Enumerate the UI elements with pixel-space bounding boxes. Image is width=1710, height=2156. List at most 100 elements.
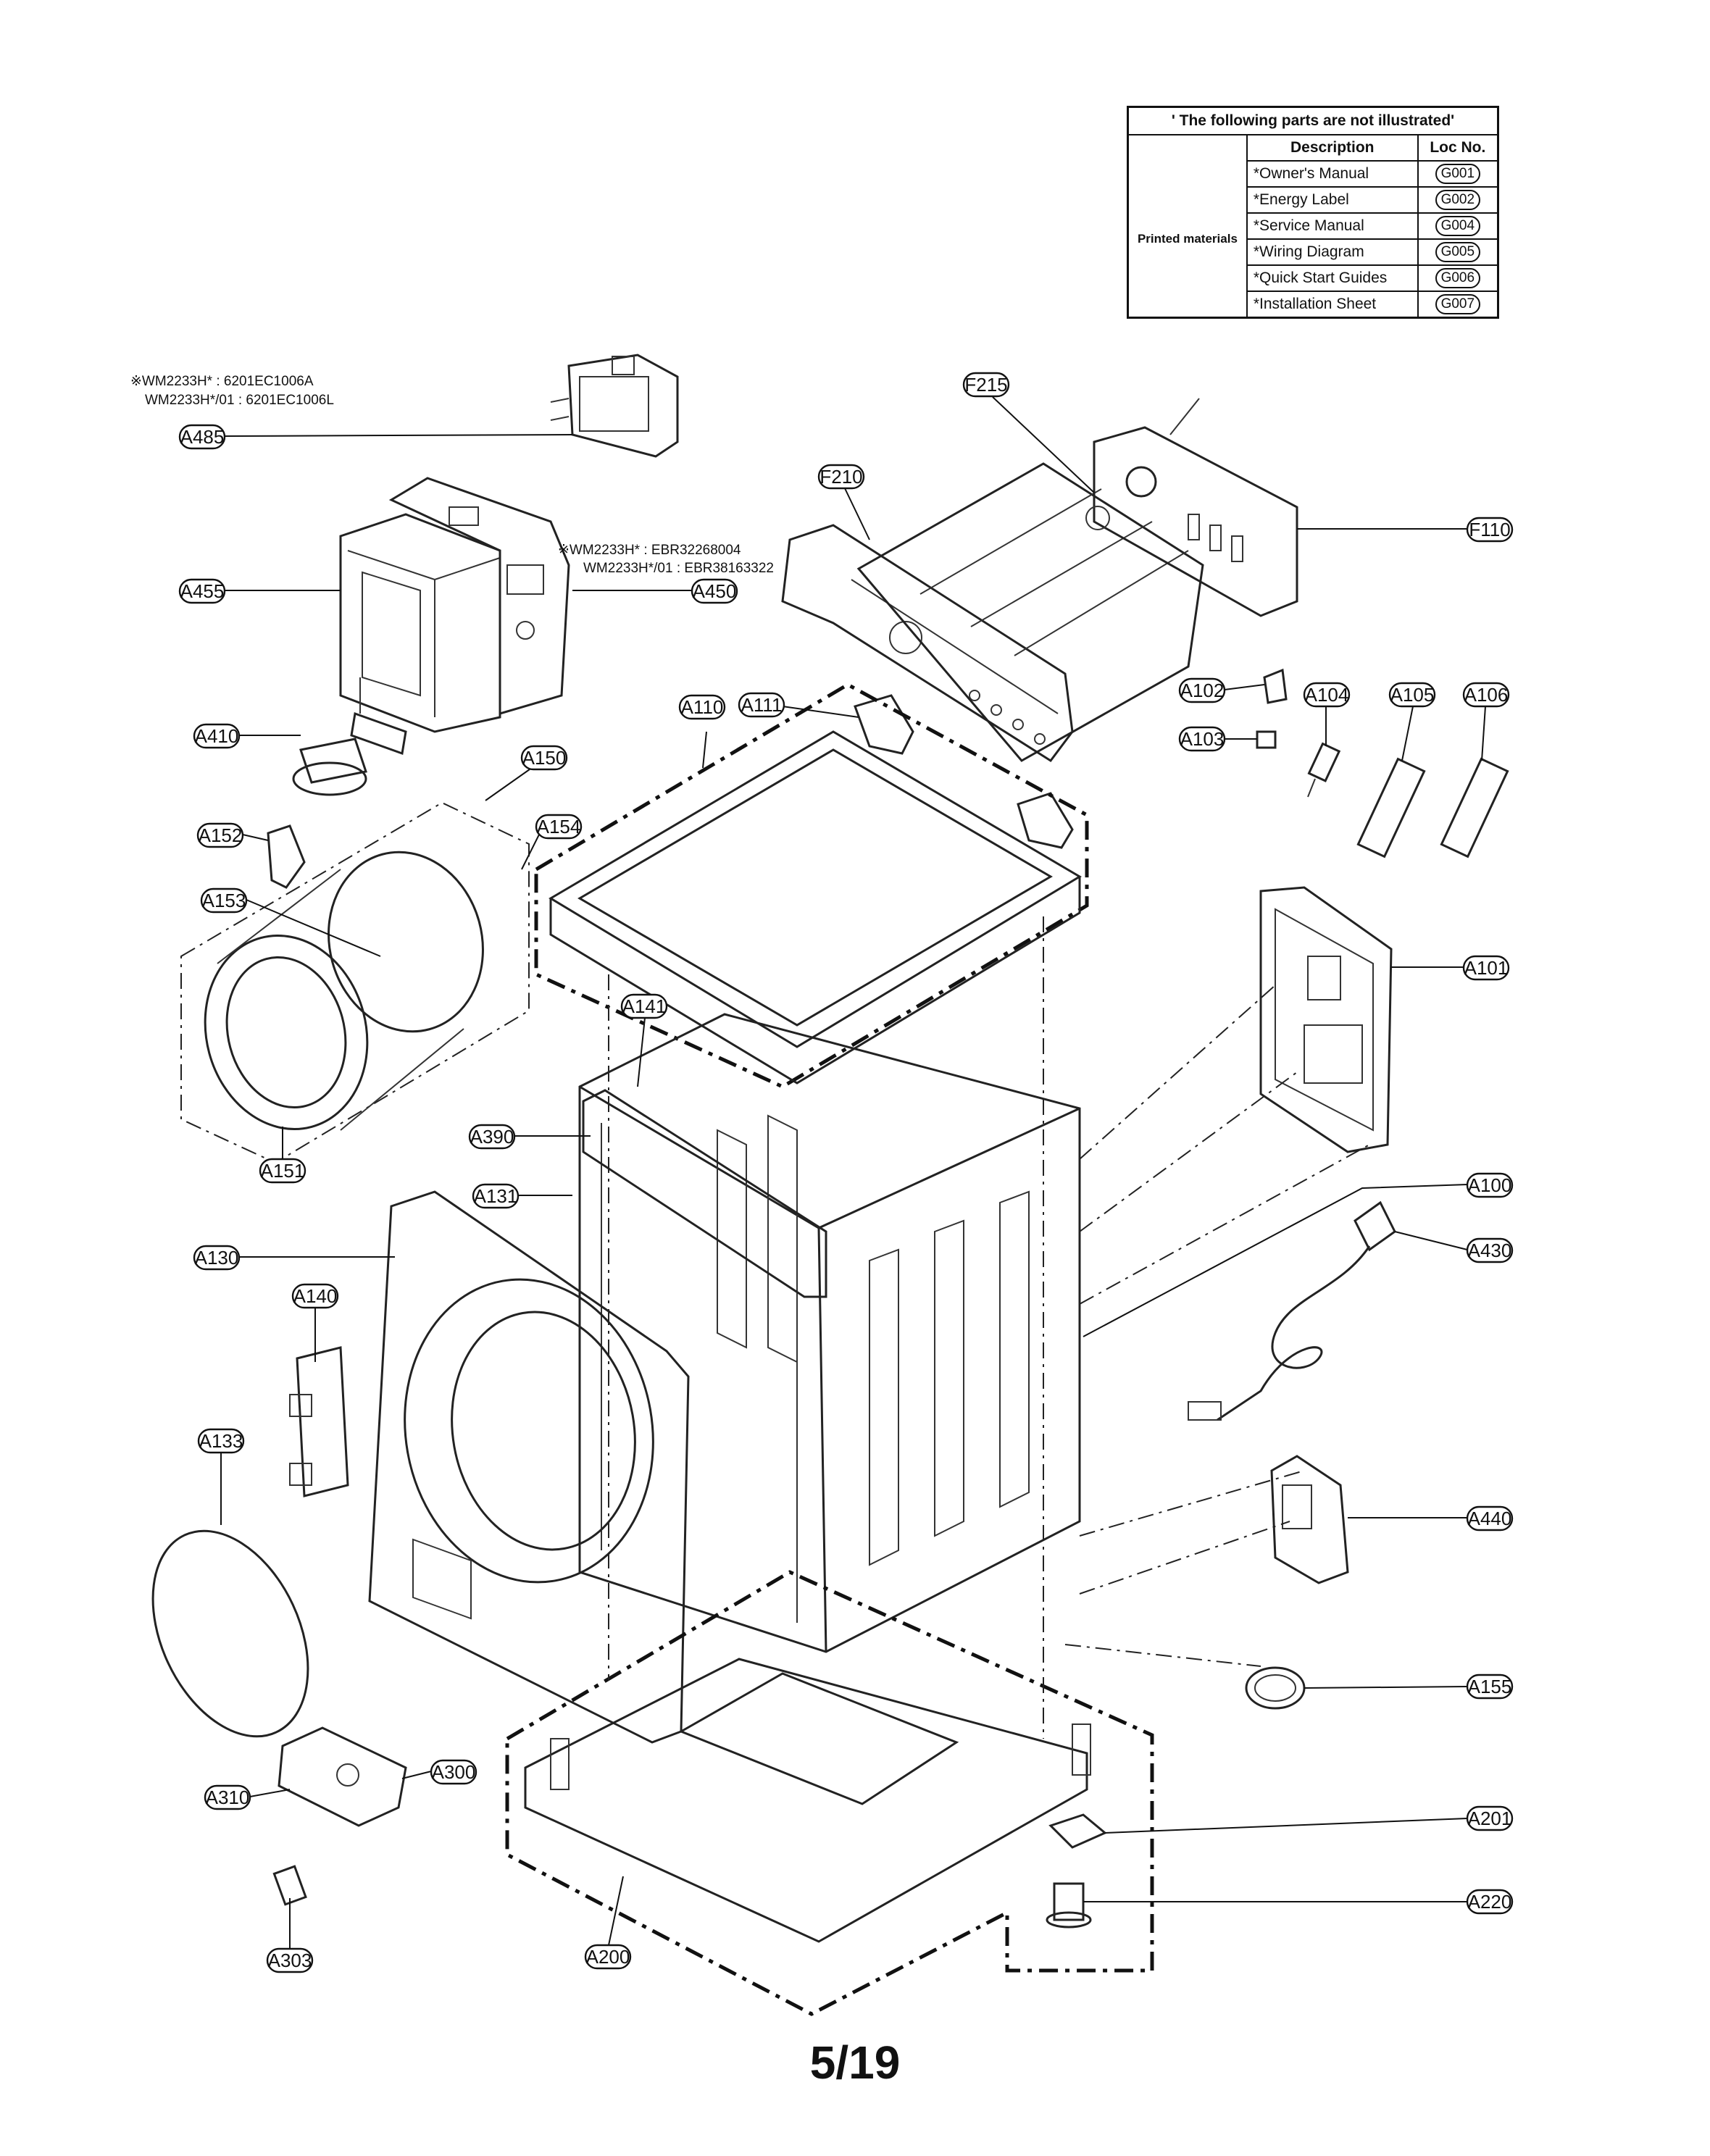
part-a200-base-outline (505, 1570, 1154, 2016)
callout-a430: A430 (1466, 1237, 1514, 1263)
leader-lines (220, 396, 1486, 1949)
part-a111-clip (854, 694, 914, 755)
callout-f215: F215 (962, 372, 1010, 398)
table-row: Printed materials *Owner's Manual G001 (1127, 160, 1499, 319)
svg-text:A105: A105 (1390, 684, 1435, 706)
part-a104-valve (1307, 742, 1341, 798)
part-a303-screw (272, 1865, 307, 1906)
svg-text:A150: A150 (522, 747, 567, 769)
part-a102-cap (1263, 668, 1288, 704)
svg-text:A300: A300 (432, 1761, 476, 1783)
callout-a133: A133 (197, 1428, 245, 1454)
callout-a101: A101 (1462, 955, 1510, 981)
callout-a152: A152 (196, 822, 244, 848)
part-a485-module (550, 354, 679, 458)
part-a111-clip-right (1017, 792, 1074, 849)
svg-text:A131: A131 (474, 1185, 518, 1207)
svg-text:A440: A440 (1468, 1508, 1512, 1529)
svg-text:A455: A455 (180, 580, 225, 602)
note-a485-line2: WM2233H*/01 : 6201EC1006L (145, 393, 334, 408)
svg-text:A101: A101 (1464, 957, 1509, 979)
part-a101-back-cover (1259, 886, 1393, 1153)
table-row: *Installation Sheet G007 (1128, 291, 1499, 319)
table-title: ' The following parts are not illustrate… (1127, 106, 1499, 135)
part-a200-base-frame (524, 1658, 1091, 1943)
row-description: *Wiring Diagram (1246, 238, 1419, 266)
callout-a154: A154 (535, 814, 583, 840)
callout-a104: A104 (1303, 682, 1351, 708)
note-a450-line1: ※WM2233H* : EBR32268004 (558, 543, 741, 558)
svg-text:A102: A102 (1180, 680, 1225, 701)
svg-text:A390: A390 (470, 1126, 514, 1148)
row-description: *Owner's Manual (1246, 160, 1419, 188)
note-a485-line1: ※WM2233H* : 6201EC1006A (130, 374, 314, 389)
part-a390-front-bracket (582, 1089, 827, 1298)
part-a106-damper (1440, 757, 1509, 858)
callout-f110: F110 (1466, 517, 1514, 543)
svg-text:A410: A410 (195, 725, 239, 747)
part-a450-pcb (388, 477, 570, 716)
page-number: 5/19 (809, 2036, 901, 2089)
svg-text:A100: A100 (1468, 1174, 1512, 1196)
callout-a102: A102 (1178, 677, 1226, 703)
svg-text:A104: A104 (1305, 684, 1349, 706)
svg-text:F110: F110 (1469, 519, 1510, 540)
part-a152-hinge (267, 824, 306, 889)
callout-a310: A310 (204, 1784, 251, 1810)
row-description: *Energy Label (1246, 186, 1419, 214)
row-loc: G002 (1435, 190, 1481, 210)
svg-text:A152: A152 (199, 824, 243, 846)
callout-a130: A130 (193, 1245, 241, 1271)
callout-a450: A450 (691, 578, 738, 604)
svg-text:A430: A430 (1468, 1240, 1512, 1261)
callout-a220: A220 (1466, 1889, 1514, 1915)
table-group-label: Printed materials (1127, 161, 1248, 319)
callout-a111: A111 (738, 692, 785, 718)
part-a140-door-hinge (289, 1346, 349, 1497)
callout-a140: A140 (291, 1283, 339, 1309)
callout-a151: A151 (259, 1158, 306, 1184)
callout-a103: A103 (1178, 726, 1226, 752)
callout-a131: A131 (472, 1183, 520, 1209)
svg-text:A141: A141 (622, 995, 667, 1017)
callout-a105: A105 (1388, 682, 1436, 708)
svg-text:A485: A485 (180, 426, 225, 448)
callout-a201: A201 (1466, 1805, 1514, 1831)
row-loc: G007 (1435, 294, 1481, 314)
row-loc: G006 (1435, 268, 1481, 288)
part-a151-door-ring (204, 851, 484, 1131)
row-description: *Installation Sheet (1246, 291, 1419, 319)
svg-text:A103: A103 (1180, 728, 1225, 750)
svg-text:A106: A106 (1464, 684, 1509, 706)
svg-text:A154: A154 (537, 816, 581, 837)
svg-text:A201: A201 (1468, 1808, 1512, 1829)
table-header-blank (1127, 134, 1248, 161)
row-loc: G005 (1435, 242, 1481, 262)
callout-f210: F210 (817, 464, 865, 490)
part-a201-leg-plate (1048, 1813, 1107, 1849)
callout-a440: A440 (1466, 1505, 1514, 1532)
part-f210-control-panel (781, 524, 1074, 763)
part-a300-filter-cover (278, 1726, 407, 1827)
svg-text:A110: A110 (681, 696, 724, 718)
svg-text:F215: F215 (964, 374, 1007, 396)
part-a130-front-panel (368, 1190, 690, 1744)
part-a410-pump (292, 677, 407, 796)
row-description: *Quick Start Guides (1246, 264, 1419, 292)
part-f215-detergent-drawer (856, 462, 1204, 762)
callout-a153: A153 (200, 887, 248, 914)
part-a220-leveling-foot (1046, 1882, 1092, 1929)
svg-text:A111: A111 (741, 694, 783, 716)
callout-a155: A155 (1466, 1674, 1514, 1700)
callout-a410: A410 (193, 723, 241, 749)
table-row: *Quick Start Guides G006 (1128, 264, 1499, 292)
table-header-loc: Loc No. (1417, 134, 1499, 162)
part-a100-cabinet (578, 1013, 1081, 1653)
svg-text:A130: A130 (195, 1247, 239, 1269)
svg-text:F210: F210 (819, 466, 862, 488)
callout-a455: A455 (178, 578, 226, 604)
part-a440-door-switch (1270, 1455, 1349, 1584)
part-a155-cap (1245, 1666, 1306, 1710)
row-description: *Service Manual (1246, 212, 1419, 240)
